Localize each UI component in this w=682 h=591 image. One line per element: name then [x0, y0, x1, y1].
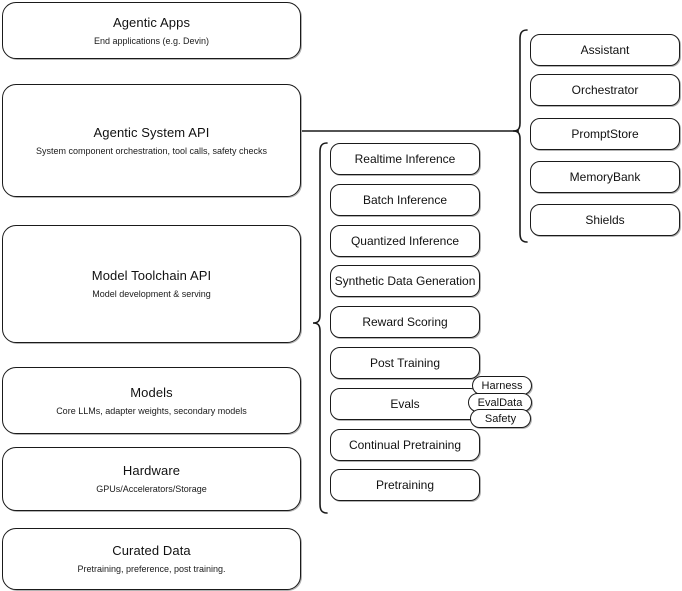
node-label: Evals [390, 397, 420, 411]
brace-toolchain-components [312, 142, 328, 514]
layer-subtitle: GPUs/Accelerators/Storage [96, 484, 207, 494]
node-label: Synthetic Data Generation [334, 274, 476, 288]
layer-subtitle: End applications (e.g. Devin) [93, 35, 210, 46]
capsule-label: Harness [481, 379, 523, 392]
layer-agentic-system-api[interactable]: Agentic System API System component orch… [2, 84, 301, 197]
node-label: Pretraining [375, 478, 435, 492]
layer-curated-data[interactable]: Curated Data Pretraining, preference, po… [2, 528, 301, 590]
capsule-label: Safety [484, 412, 517, 425]
node-label: PromptStore [571, 127, 639, 141]
toolchain-reward-scoring[interactable]: Reward Scoring [330, 306, 480, 338]
layer-model-toolchain-api[interactable]: Model Toolchain API Model development & … [2, 225, 301, 343]
node-label: Shields [585, 213, 625, 227]
layer-title: Hardware [122, 463, 181, 478]
node-label: Post Training [369, 356, 441, 370]
layer-title: Agentic System API [93, 124, 210, 140]
evals-subcomponent-safety[interactable]: Safety [470, 409, 531, 428]
layer-subtitle: Core LLMs, adapter weights, secondary mo… [56, 405, 247, 416]
node-label: MemoryBank [569, 170, 641, 184]
layer-title: Agentic Apps [112, 14, 191, 30]
system-component-orchestrator[interactable]: Orchestrator [530, 74, 680, 106]
toolchain-synthetic-data-generation[interactable]: Synthetic Data Generation [330, 265, 480, 297]
toolchain-post-training[interactable]: Post Training [330, 347, 480, 379]
node-label: Continual Pretraining [348, 438, 462, 452]
system-component-memorybank[interactable]: MemoryBank [530, 161, 680, 193]
layer-agentic-apps[interactable]: Agentic Apps End applications (e.g. Devi… [2, 2, 301, 59]
node-label: Reward Scoring [362, 315, 448, 329]
layer-subtitle: System component orchestration, tool cal… [35, 145, 268, 156]
brace-system-components [512, 29, 528, 243]
toolchain-realtime-inference[interactable]: Realtime Inference [330, 143, 480, 175]
toolchain-continual-pretraining[interactable]: Continual Pretraining [330, 429, 480, 461]
layer-subtitle: Model development & serving [92, 289, 211, 299]
system-component-promptstore[interactable]: PromptStore [530, 118, 680, 150]
system-component-shields[interactable]: Shields [530, 204, 680, 236]
node-label: Orchestrator [571, 83, 639, 97]
layer-models[interactable]: Models Core LLMs, adapter weights, secon… [2, 367, 301, 434]
node-label: Realtime Inference [354, 152, 456, 166]
node-label: Quantized Inference [350, 234, 460, 248]
layer-title: Models [130, 384, 173, 400]
node-label: Assistant [580, 43, 630, 57]
layer-subtitle: Pretraining, preference, post training. [77, 564, 226, 574]
toolchain-pretraining[interactable]: Pretraining [330, 469, 480, 501]
toolchain-evals[interactable]: Evals [330, 388, 480, 420]
node-label: Batch Inference [362, 193, 448, 207]
layer-hardware[interactable]: Hardware GPUs/Accelerators/Storage [2, 447, 301, 511]
toolchain-quantized-inference[interactable]: Quantized Inference [330, 225, 480, 257]
toolchain-batch-inference[interactable]: Batch Inference [330, 184, 480, 216]
layer-title: Model Toolchain API [91, 268, 212, 283]
capsule-label: EvalData [477, 396, 523, 409]
system-component-assistant[interactable]: Assistant [530, 34, 680, 66]
layer-title: Curated Data [112, 543, 191, 558]
